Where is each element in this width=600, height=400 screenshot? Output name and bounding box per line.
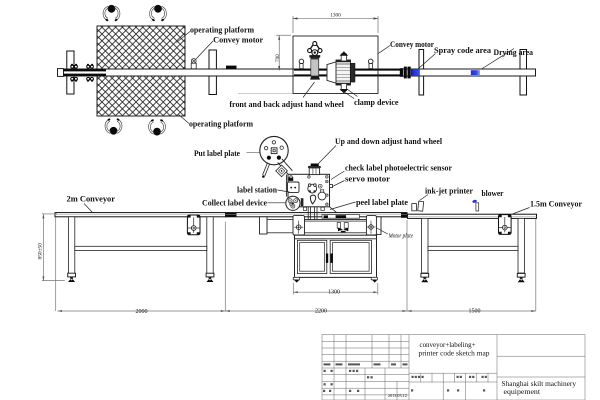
svg-text:printer code sketch map: printer code sketch map xyxy=(419,349,491,357)
svg-text:2m Conveyor: 2m Conveyor xyxy=(67,193,116,203)
svg-text:Convey motor: Convey motor xyxy=(213,35,263,44)
svg-text:2000: 2000 xyxy=(136,309,148,315)
svg-text:front and back adjust hand whe: front and back adjust hand wheel xyxy=(229,100,344,109)
svg-text:Put label plate: Put label plate xyxy=(194,149,240,158)
svg-text:1.5m Conveyor: 1.5m Conveyor xyxy=(530,198,582,208)
svg-text:2013.03.12: 2013.03.12 xyxy=(388,393,407,398)
svg-text:clamp device: clamp device xyxy=(354,98,399,107)
svg-text:Drying area: Drying area xyxy=(494,48,534,57)
svg-text:850±50: 850±50 xyxy=(38,243,44,260)
svg-text:700: 700 xyxy=(275,54,281,62)
svg-text:equipement: equipement xyxy=(504,388,541,396)
svg-text:Shanghai skilt machinery: Shanghai skilt machinery xyxy=(502,380,577,388)
svg-text:check label photoelectric sens: check label photoelectric sensor xyxy=(345,163,452,172)
svg-text:blower: blower xyxy=(482,189,504,198)
svg-text:servo motor: servo motor xyxy=(345,174,390,183)
svg-text:Spray code area: Spray code area xyxy=(434,46,491,55)
svg-text:1300: 1300 xyxy=(328,289,340,295)
svg-text:Up and down adjust hand wheel: Up and down adjust hand wheel xyxy=(335,137,443,146)
svg-text:label station: label station xyxy=(237,185,278,194)
svg-text:2200: 2200 xyxy=(315,309,327,315)
svg-text:Motor plate: Motor plate xyxy=(388,233,414,239)
svg-text:1300: 1300 xyxy=(330,12,341,18)
svg-text:Collect label device: Collect label device xyxy=(202,198,267,207)
svg-text:conveyor+labeling+: conveyor+labeling+ xyxy=(420,341,476,349)
svg-text:peel label plate: peel label plate xyxy=(356,198,408,207)
svg-text:1500: 1500 xyxy=(469,309,481,315)
svg-text:operating platform: operating platform xyxy=(190,26,254,35)
svg-text:operating platform: operating platform xyxy=(189,120,253,129)
svg-text:Convey motor: Convey motor xyxy=(390,40,434,49)
svg-text:ink-jet printer: ink-jet printer xyxy=(425,186,473,195)
